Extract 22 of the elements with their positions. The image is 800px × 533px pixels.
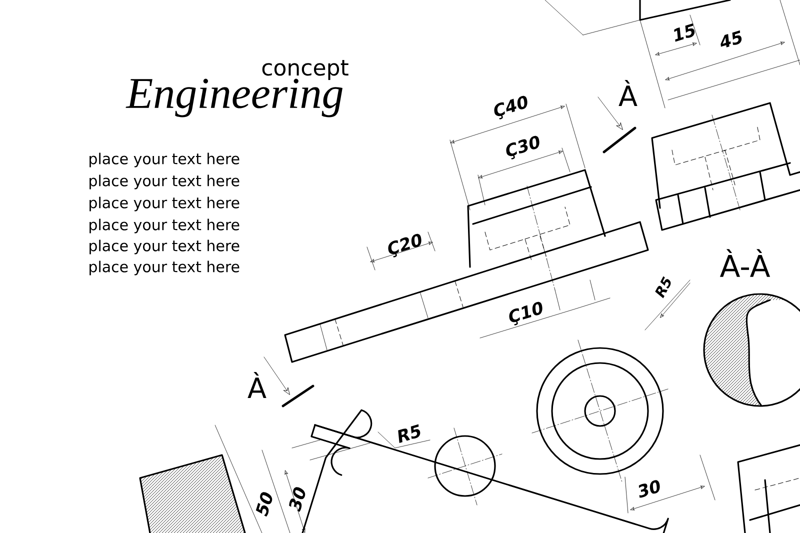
dimension-label: 30	[289, 487, 306, 512]
section-label: À-À	[720, 249, 770, 277]
dimension-label: Ç20	[388, 234, 422, 258]
dimension-label: Ç10	[509, 302, 542, 326]
dimension-label: 15	[674, 23, 695, 42]
placeholder-text: place your text here	[90, 260, 240, 276]
dimension-label: R5	[398, 424, 420, 443]
dimension-label: 45	[720, 30, 742, 48]
placeholder-text: place your text here	[90, 174, 240, 190]
placeholder-text: place your text here	[90, 218, 240, 234]
placeholder-text: place your text here	[90, 196, 240, 212]
placeholder-text: place your text here	[90, 240, 240, 254]
placeholder-text: place your text here	[90, 152, 240, 168]
dimension-label: 30	[638, 480, 660, 498]
section-label: À	[618, 80, 638, 106]
dimension-label: Ç30	[506, 136, 540, 160]
title-text: Engineering	[126, 78, 342, 118]
section-label: À	[248, 372, 266, 398]
dimension-label: 50	[256, 492, 272, 517]
dimension-label: R5	[655, 276, 671, 298]
heading-text: concept	[262, 60, 348, 80]
dimension-label: Ç40	[494, 96, 528, 120]
